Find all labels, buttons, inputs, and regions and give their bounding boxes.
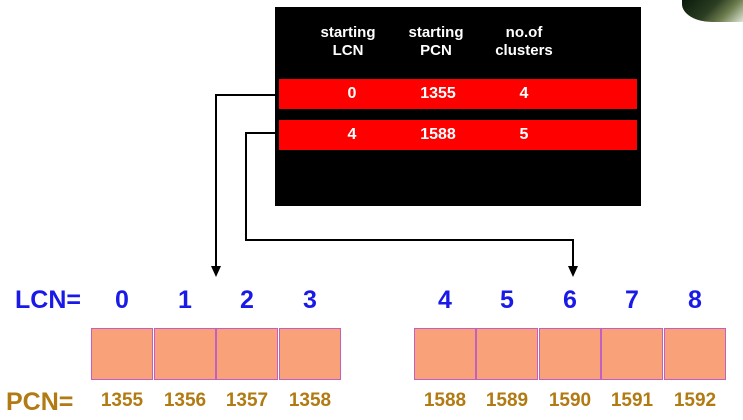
lcn-number: 6 [563, 286, 577, 314]
lcn-number: 2 [240, 286, 254, 314]
pcn-number: 1358 [288, 390, 332, 411]
cell-starting-lcn: 4 [347, 126, 357, 143]
corner-decoration [682, 0, 743, 22]
cluster-block [216, 328, 278, 380]
pcn-label: PCN= [6, 388, 74, 416]
pcn-number: 1357 [225, 390, 269, 411]
table-row: 4 1588 5 [279, 120, 637, 150]
header-starting-lcn: starting LCN [303, 24, 393, 60]
cell-starting-pcn: 1588 [420, 126, 456, 143]
lcn-number: 0 [115, 286, 129, 314]
pcn-number: 1592 [673, 390, 717, 411]
cluster-block [154, 328, 216, 380]
header-line: PCN [420, 42, 452, 59]
header-line: no.of [505, 24, 543, 41]
table-row: 0 1355 4 [279, 79, 637, 109]
header-line: clusters [495, 42, 553, 59]
header-starting-pcn: starting PCN [391, 24, 481, 60]
arrow-row2-to-lcn6 [245, 132, 574, 268]
pcn-number: 1355 [100, 390, 144, 411]
lcn-number: 8 [688, 286, 702, 314]
pcn-number: 1590 [548, 390, 592, 411]
lcn-label: LCN= [15, 286, 81, 314]
arrow-row1-to-lcn1 [215, 94, 279, 268]
cell-starting-pcn: 1355 [420, 85, 456, 102]
cluster-block [91, 328, 153, 380]
cell-clusters: 5 [519, 126, 529, 143]
cluster-block [414, 328, 476, 380]
cell-clusters: 4 [519, 85, 529, 102]
pcn-number: 1588 [423, 390, 467, 411]
header-line: starting [408, 24, 464, 41]
header-no-of-clusters: no.of clusters [479, 24, 569, 60]
cluster-block [539, 328, 601, 380]
cluster-block [601, 328, 663, 380]
pcn-number: 1356 [163, 390, 207, 411]
header-line: LCN [332, 42, 364, 59]
lcn-number: 5 [500, 286, 514, 314]
lcn-number: 1 [178, 286, 192, 314]
lcn-number: 7 [625, 286, 639, 314]
cell-starting-lcn: 0 [347, 85, 357, 102]
cluster-block [664, 328, 726, 380]
pcn-number: 1591 [610, 390, 654, 411]
cluster-block [476, 328, 538, 380]
arrowhead-icon [568, 266, 578, 277]
arrowhead-icon [211, 266, 221, 277]
lcn-number: 4 [438, 286, 452, 314]
mapping-table: starting LCN starting PCN no.of clusters… [275, 7, 641, 206]
cluster-block [279, 328, 341, 380]
lcn-number: 3 [303, 286, 317, 314]
header-line: starting [320, 24, 376, 41]
pcn-number: 1589 [485, 390, 529, 411]
